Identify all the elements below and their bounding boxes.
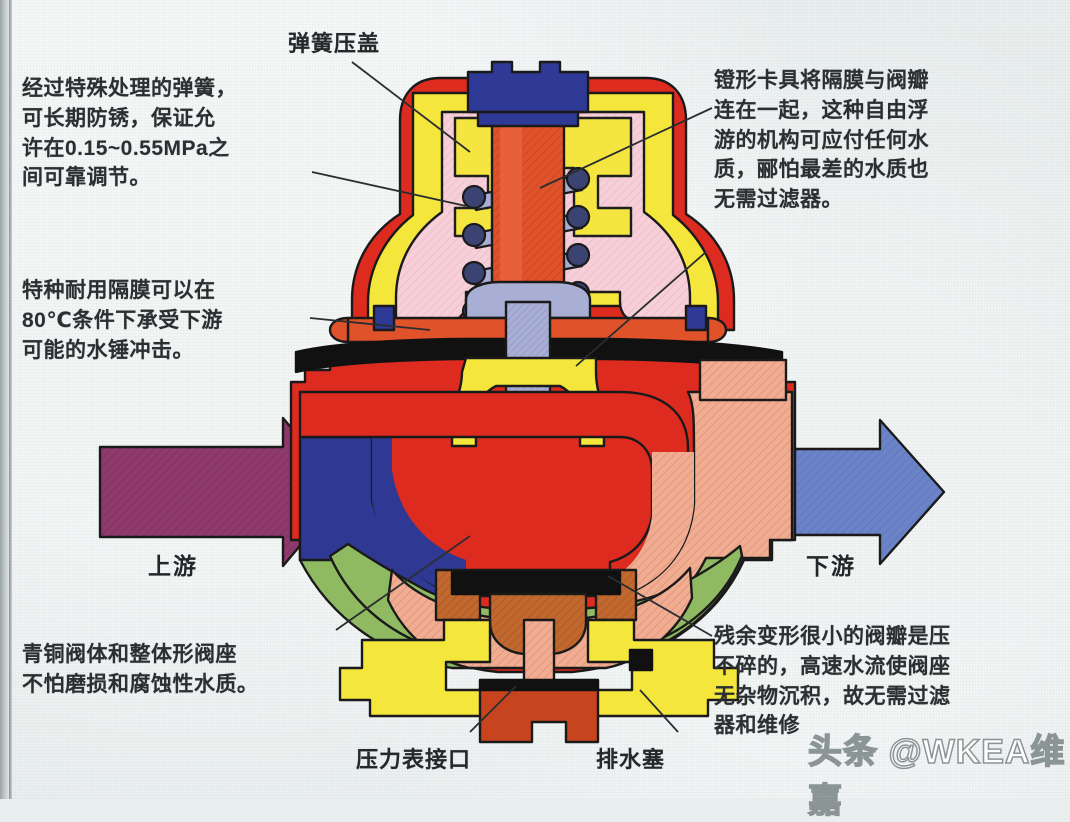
leader-bronze (335, 535, 471, 631)
leader-spring-text (311, 171, 467, 207)
cap-nut (466, 60, 590, 114)
callout-gauge-port: 压力表接口 (356, 747, 472, 772)
diaphragm-plate-left-cap (328, 316, 350, 344)
leader-screw (539, 107, 713, 189)
diaphragm-plate-right-cap (706, 316, 728, 344)
leader-diaphragm-text (309, 317, 431, 331)
annotation-clamp: 镫形卡具将隔膜与阀瓣 连在一起，这种自由浮 游的机构可应付任何水 质，郦怕最差的… (714, 69, 929, 212)
scan-edge-shadow (0, 0, 9, 799)
seat-detail-mark (628, 648, 654, 672)
annotation-spring: 经过特殊处理的弹簧， 可长期防锈，保证允 许在0.15~0.55MPa之 间可靠… (22, 77, 237, 190)
annotation-bronze-body: 青铜阀体和整体形阀座 不怕磨损和腐蚀性水质。 (22, 643, 259, 696)
annotation-diaphragm: 特种耐用隔膜可以在 80℃条件下承受下游 可能的水锤冲击。 (22, 279, 223, 362)
label-downstream: 下游 (806, 553, 856, 579)
bonnet-bolt-right (684, 304, 708, 332)
leader-clamp (575, 251, 707, 367)
adjusting-screw-highlight (500, 118, 522, 302)
drain-plug (478, 686, 600, 744)
cap-nut-flange (476, 110, 580, 128)
label-upstream: 上游 (148, 553, 198, 579)
outlet-upper-region (698, 358, 788, 402)
callout-spring-gland: 弹簧压盖 (288, 31, 381, 56)
leader-spring-gland (351, 61, 471, 153)
leader-lines (309, 61, 713, 733)
callout-drain-plug: 排水塞 (596, 747, 666, 772)
disc-seal-black (450, 570, 622, 596)
valve-cutaway-illustration (98, 60, 946, 744)
drain-plug-gasket (478, 678, 600, 692)
annotation-disc: 残余变形很小的阀瓣是压 不碎的，高速水流使阀座 无杂物沉积，故无需过滤 器和维修 (714, 625, 951, 738)
leader-gauge-port (469, 685, 517, 733)
leader-disc (607, 575, 713, 637)
leader-drain-plug (639, 689, 679, 733)
spring-seat-washer (464, 280, 592, 320)
scan-edge-line (9, 0, 12, 799)
